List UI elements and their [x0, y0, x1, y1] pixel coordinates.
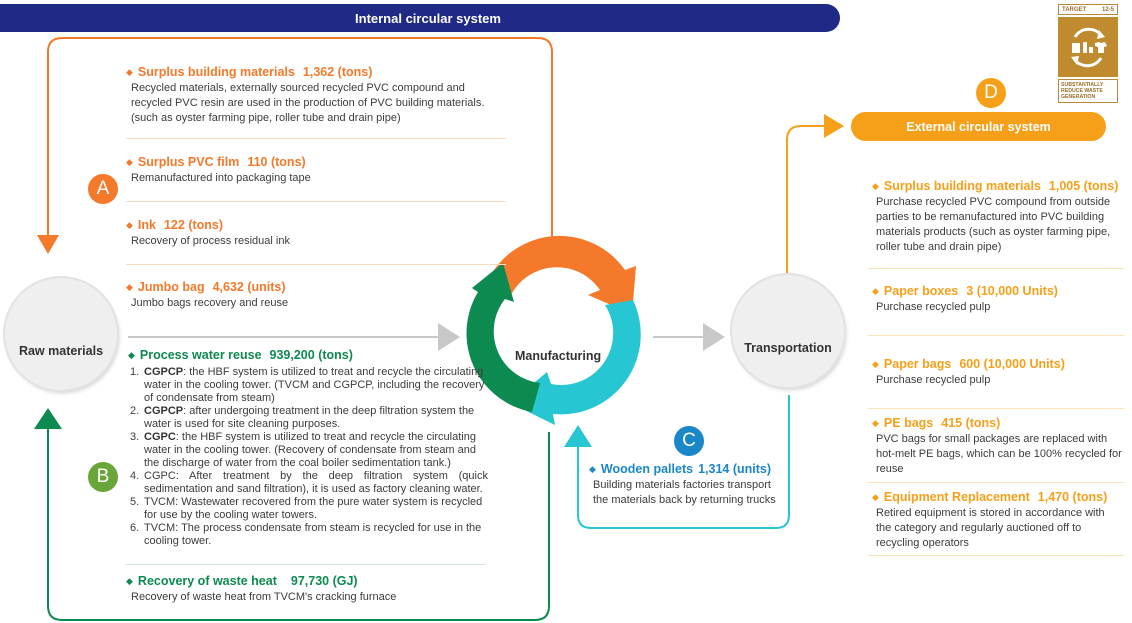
loop-b-arrowhead — [34, 408, 62, 429]
mfg-to-transport-arrowhead — [703, 323, 725, 351]
badge-c: C — [674, 426, 704, 456]
raw-materials-label: Raw materials — [18, 344, 104, 358]
transportation-node: Transportation — [732, 275, 844, 387]
divider — [126, 264, 506, 265]
item-desc: PVC bags for small packages are replaced… — [876, 433, 1122, 475]
badge-a: A — [88, 174, 118, 204]
divider — [126, 201, 506, 202]
water-point: 6.TVCM: The process condensate from stea… — [130, 522, 482, 547]
recycle-icon — [1058, 17, 1118, 77]
divider — [868, 268, 1124, 269]
water-point: 4.CGPC: After treatment by the deep filt… — [130, 470, 488, 495]
sdg-caption: SUBSTANTIALLY REDUCE WASTE GENERATION — [1058, 79, 1118, 103]
water-points-list: 1.CGPCP: the HBF system is utilized to t… — [128, 366, 488, 548]
raw-to-mfg-arrowhead — [438, 323, 460, 351]
sdg-target-tag: TARGET 12-5 — [1058, 4, 1118, 15]
loop-c-arrowhead — [564, 425, 592, 447]
sdg-target-label: TARGET — [1062, 6, 1087, 13]
item-desc: Retired equipment is stored in accordanc… — [876, 507, 1105, 549]
badge-a-label: A — [96, 178, 110, 199]
badge-b-label: B — [96, 466, 110, 487]
water-point: 1.CGPCP: the HBF system is utilized to t… — [130, 366, 485, 404]
item-desc: Recovery of process residual ink — [131, 235, 290, 247]
divider — [126, 138, 506, 139]
loop-a-line — [47, 37, 553, 245]
external-circular-system-banner: External circular system — [851, 112, 1106, 141]
loop-d-arrowhead — [824, 114, 844, 138]
item-desc: Jumbo bags recovery and reuse — [131, 297, 289, 309]
item-desc: Remanufactured into packaging tape — [131, 172, 311, 184]
internal-circular-system-banner: Internal circular system — [0, 4, 840, 32]
divider — [868, 335, 1124, 336]
external-banner-label: External circular system — [906, 119, 1051, 134]
sdg-target-badge: TARGET 12-5 SUBSTANTIALLY REDUCE WASTE G… — [1058, 4, 1118, 104]
item-desc: Recovery of waste heat from TVCM's crack… — [131, 591, 397, 603]
manufacturing-label: Manufacturing — [515, 349, 602, 363]
loop-b-line — [47, 428, 550, 621]
divider — [868, 482, 1124, 483]
badge-b: B — [88, 462, 118, 492]
badge-d: D — [976, 78, 1006, 108]
manufacturing-cycle-icon — [466, 235, 641, 425]
item-desc: Purchase recycled pulp — [876, 374, 991, 386]
badge-c-label: C — [682, 430, 696, 451]
item-desc: Purchase recycled PVC compound from outs… — [876, 196, 1111, 253]
loop-d-line — [786, 125, 826, 275]
item-desc: Purchase recycled pulp — [876, 301, 991, 313]
water-point: 3.CGPC: the HBF system is utilized to tr… — [130, 431, 477, 469]
loop-c-line — [577, 395, 790, 529]
water-point: 2.CGPCP: after undergoing treatment in t… — [130, 405, 475, 430]
raw-materials-node: Raw materials — [5, 278, 117, 390]
divider — [126, 564, 486, 565]
divider — [868, 408, 1124, 409]
water-point: 5.TVCM: Wastewater recovered from the pu… — [130, 496, 483, 521]
sdg-target-number: 12-5 — [1101, 6, 1114, 13]
internal-banner-label: Internal circular system — [355, 10, 501, 26]
divider — [868, 555, 1124, 556]
badge-d-label: D — [984, 82, 998, 103]
item-desc: Building materials factories transport t… — [593, 479, 776, 506]
item-desc: Recycled materials, externally sourced r… — [131, 82, 485, 124]
loop-a-arrowhead — [37, 235, 59, 254]
transportation-label: Transportation — [744, 341, 832, 355]
